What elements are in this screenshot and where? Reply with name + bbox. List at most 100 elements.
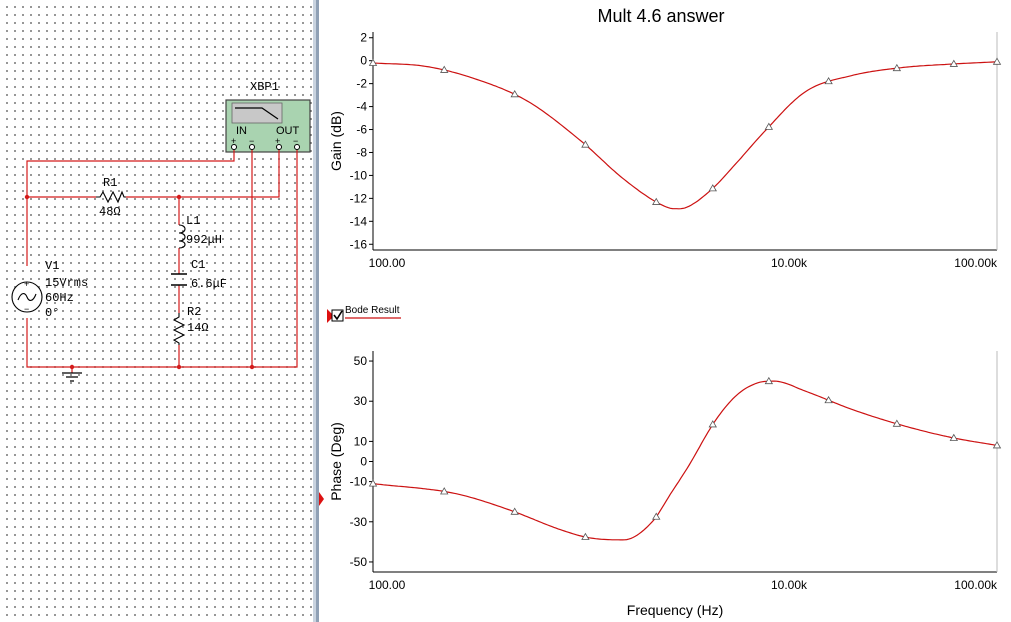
c1-name: C1: [191, 258, 205, 272]
r2-value: 14Ω: [187, 321, 209, 335]
gain-x-tick-label: 100.00k: [954, 256, 998, 270]
l1-name: L1: [186, 214, 200, 228]
out-minus-terminal[interactable]: [294, 144, 300, 150]
phase-x-tick-label: 100.00k: [954, 578, 998, 592]
in-plus-terminal[interactable]: [231, 144, 237, 150]
phase-data-marker: [708, 420, 717, 428]
phase-data-marker: [949, 433, 959, 441]
phase-data-marker: [581, 532, 590, 540]
source-minus-sign: −: [24, 304, 29, 314]
in-minus-sign: −: [249, 136, 254, 146]
resistor-r1-symbol: [96, 190, 126, 204]
phase-y-tick-label: -30: [350, 515, 368, 529]
wire-r1-right: [126, 150, 280, 198]
gain-data-marker: [581, 140, 590, 148]
source-plus-sign: +: [24, 279, 29, 289]
resistor-r2[interactable]: R2 14Ω: [172, 305, 209, 345]
phase-data-marker: [510, 507, 519, 515]
inductor-l1[interactable]: L1 992μH: [178, 214, 222, 249]
instrument-out-label: OUT: [276, 125, 300, 137]
resistor-r1[interactable]: R1 48Ω: [96, 176, 126, 219]
phase-y-tick-label: -10: [350, 475, 368, 489]
checkmark-icon: [333, 310, 343, 321]
phase-x-tick-label: 100.00: [369, 578, 406, 592]
wire-junctions: [24, 194, 255, 370]
gain-x-tick-label: 100.00: [369, 256, 406, 270]
grapher-canvas[interactable]: Mult 4.6 answer 20-2-4-6-8-10-12-14-1610…: [319, 0, 1011, 622]
capacitor-c1[interactable]: C1 6.6μF: [171, 258, 227, 291]
gain-data-marker: [708, 184, 717, 192]
gain-y-tick-label: -6: [356, 123, 367, 137]
v1-name: V1: [45, 259, 59, 273]
gain-data-marker: [764, 122, 774, 130]
wire-in-plus: [26, 150, 235, 266]
gain-y-tick-label: 0: [360, 54, 367, 68]
gain-y-tick-label: -2: [356, 77, 367, 91]
instrument-name: XBP1: [250, 80, 279, 94]
v1-amplitude: 15Vrms: [45, 276, 88, 290]
c1-value: 6.6μF: [191, 277, 227, 291]
phase-y-tick-label: -50: [350, 555, 368, 569]
phase-y-tick-label: 0: [360, 455, 367, 469]
instrument-screen: [231, 102, 283, 124]
gain-data-marker: [949, 59, 959, 67]
gain-y-tick-label: -12: [350, 191, 368, 205]
pane-divider[interactable]: [313, 0, 316, 622]
ground-symbol: [62, 372, 82, 382]
legend-checkbox[interactable]: [331, 309, 344, 322]
gain-data-marker: [368, 58, 378, 66]
phase-data-marker: [368, 479, 378, 487]
resistor-r2-symbol: [172, 313, 186, 345]
phase-data-marker: [892, 419, 902, 427]
phase-data-marker: [764, 376, 774, 385]
schematic-canvas[interactable]: XBP1 IN OUT + − + − R1 48Ω: [0, 0, 313, 622]
capacitor-c1-symbol: [171, 273, 187, 286]
gain-data-marker: [510, 90, 519, 98]
gain-y-tick-label: -4: [356, 100, 367, 114]
inductor-l1-symbol: [178, 224, 186, 249]
gain-data-marker: [992, 57, 1002, 65]
legend-label: Bode Result: [345, 305, 400, 316]
bode-plotter-instrument[interactable]: XBP1 IN OUT + − + −: [225, 80, 311, 153]
phase-data-marker: [824, 395, 833, 404]
gain-y-tick-label: -14: [350, 214, 368, 228]
gain-data-marker: [824, 76, 833, 85]
gain-y-tick-label: 2: [360, 31, 367, 45]
r1-name: R1: [103, 176, 117, 190]
gain-data-marker: [440, 65, 449, 73]
in-minus-terminal[interactable]: [249, 144, 255, 150]
circuit-schematic[interactable]: XBP1 IN OUT + − + − R1 48Ω: [0, 0, 313, 622]
v1-frequency: 60Hz: [45, 291, 74, 305]
in-plus-sign: +: [231, 136, 236, 146]
gain-y-tick-label: -16: [350, 237, 368, 251]
legend[interactable]: Bode Result: [327, 305, 401, 323]
r1-value: 48Ω: [99, 205, 121, 219]
pane-divider-edge: [316, 0, 319, 622]
phase-series-line[interactable]: [372, 380, 998, 541]
phase-y-tick-label: 30: [354, 394, 368, 408]
gain-series-line[interactable]: [372, 61, 998, 210]
phase-data-marker: [992, 441, 1002, 449]
phase-y-tick-label: 10: [354, 434, 368, 448]
ac-voltage-source-v1[interactable]: + − V1 15Vrms 60Hz 0°: [11, 259, 88, 320]
gain-x-tick-label: 10.00k: [771, 256, 808, 270]
out-plus-terminal[interactable]: [276, 144, 282, 150]
phase-y-axis-label: Phase (Deg): [328, 422, 344, 501]
gain-y-axis-label: Gain (dB): [328, 111, 344, 171]
wire-ground-bus: [26, 150, 298, 368]
phase-y-tick-label: 50: [354, 354, 368, 368]
ground-icon: [62, 372, 82, 382]
gain-y-tick-label: -10: [350, 168, 368, 182]
circuit-wires[interactable]: [26, 150, 298, 373]
phase-cursor-marker-icon[interactable]: [319, 492, 324, 506]
l1-value: 992μH: [186, 233, 222, 247]
gain-y-tick-label: -8: [356, 145, 367, 159]
sine-wave-icon: [17, 293, 37, 301]
phase-x-tick-label: 10.00k: [771, 578, 808, 592]
r2-name: R2: [187, 305, 201, 319]
cursor-marker-icon[interactable]: [327, 309, 334, 323]
phase-data-marker: [652, 512, 661, 520]
